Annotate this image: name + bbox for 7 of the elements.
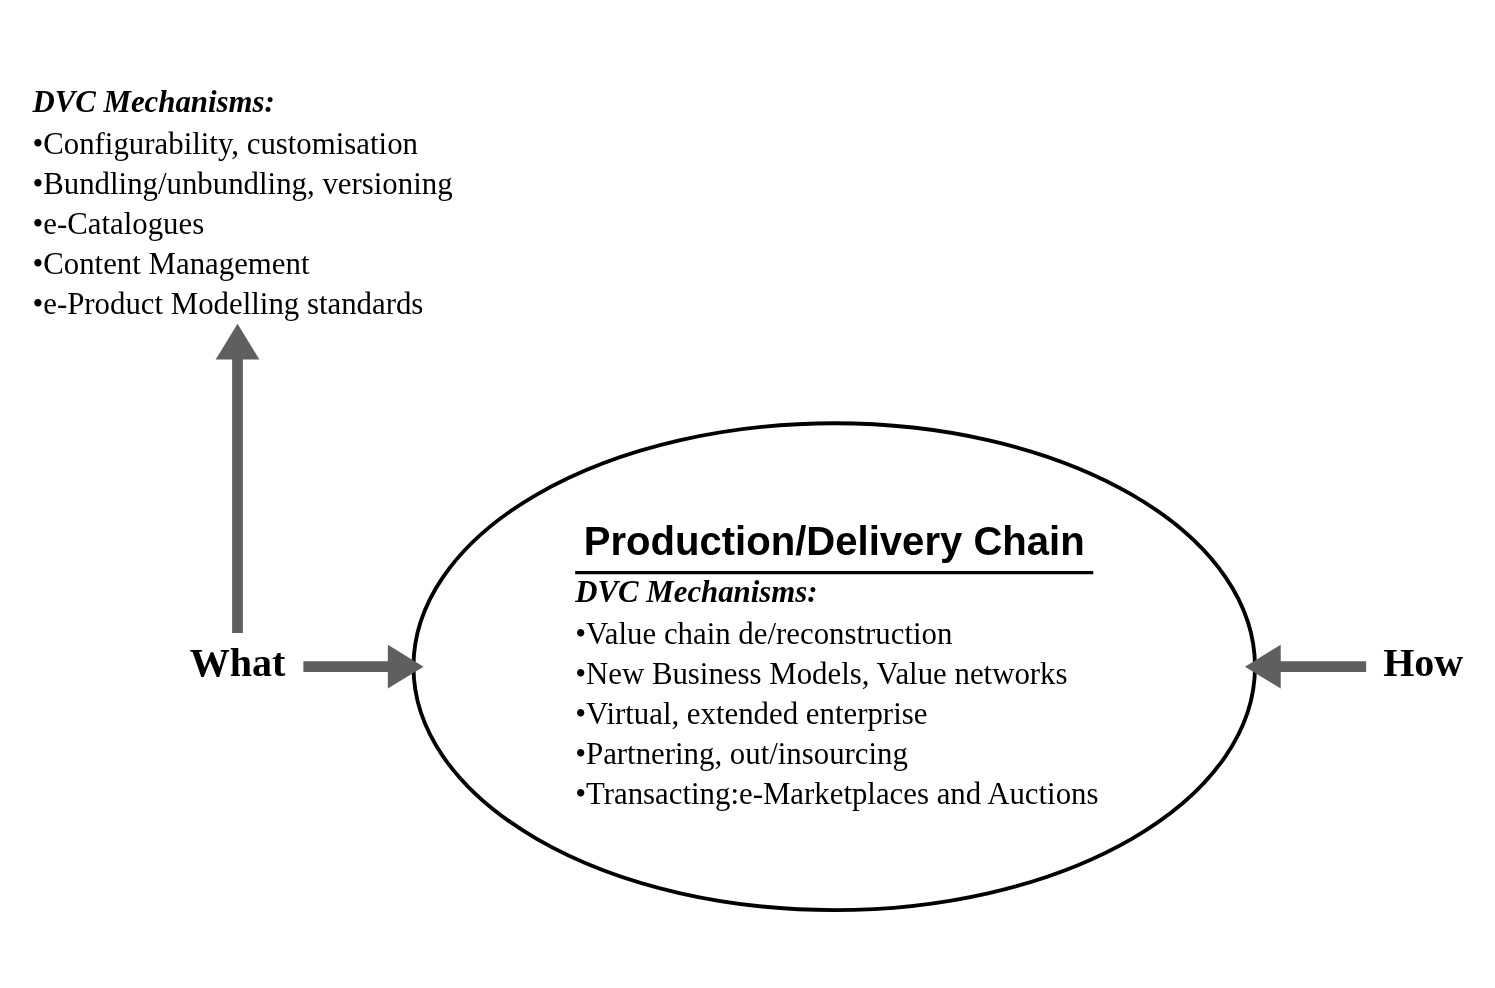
arrow bbox=[215, 323, 260, 633]
node-text: How bbox=[1383, 639, 1464, 685]
arrow bbox=[303, 644, 424, 689]
arrow bbox=[1244, 644, 1367, 689]
node-text: DVC Mechanisms: •Configurability, customisation •Bundling/unbundling, versioning •e-Catalogues •Content Management •e-Product Modelling standards bbox=[32, 85, 453, 322]
node-text: What bbox=[189, 639, 286, 685]
node-ellipse: Production/Delivery Chain DVC Mechanisms: •Value chain de/reconstruction •New Business Models, Value networks •Virtual, extended enterprise •Partnering, out/insourcing •Transacting:e-Marketplaces and Auctions bbox=[411, 421, 1257, 913]
